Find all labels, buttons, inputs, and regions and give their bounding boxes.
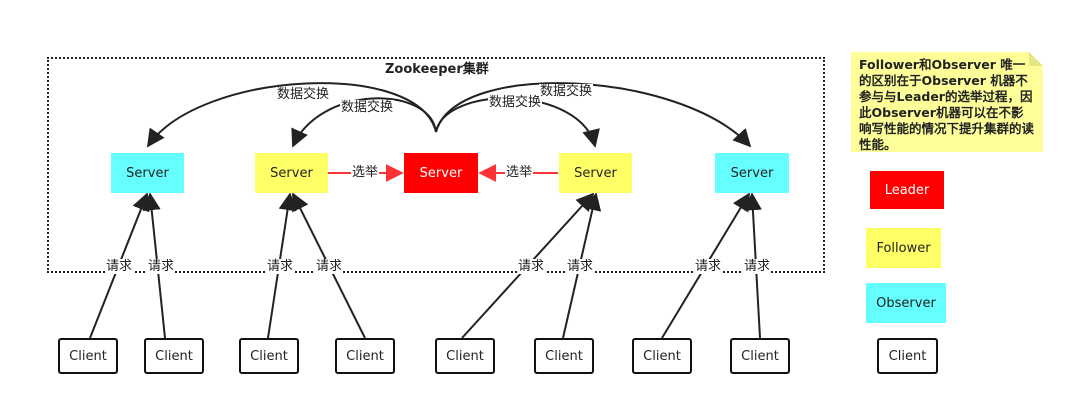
legend-leader: Leader: [870, 171, 944, 209]
client-8: Client: [730, 338, 790, 374]
zookeeper-cluster-boundary: [47, 57, 825, 273]
data-exchange-arrow-s5: [435, 82, 752, 148]
server-observer-1: Server: [111, 153, 184, 193]
data-exchange-label: 数据交换: [488, 95, 543, 110]
data-exchange-arrow-s2: [291, 97, 437, 148]
explanation-note: Follower和Observer 唯一的区别在于Observer 机器不参与与…: [851, 52, 1043, 152]
data-exchange-label: 数据交换: [276, 87, 331, 102]
election-label: 选举: [505, 165, 534, 180]
request-label: 请求: [315, 259, 344, 274]
legend-client: Client: [877, 338, 938, 374]
legend-observer: Observer: [866, 283, 946, 323]
data-exchange-label: 数据交换: [539, 84, 594, 99]
client-4: Client: [335, 338, 395, 374]
server-observer-2: Server: [715, 153, 789, 193]
request-label: 请求: [517, 259, 546, 274]
client-1: Client: [58, 338, 118, 374]
legend-follower: Follower: [866, 228, 941, 268]
note-fold-corner: [1029, 52, 1043, 66]
server-leader: Server: [404, 153, 478, 193]
client-6: Client: [534, 338, 594, 374]
client-2: Client: [144, 338, 204, 374]
server-follower-1: Server: [255, 153, 328, 193]
election-label: 选举: [351, 165, 380, 180]
client-3: Client: [239, 338, 299, 374]
server-follower-2: Server: [559, 153, 632, 193]
request-label: 请求: [694, 259, 723, 274]
request-label: 请求: [105, 259, 134, 274]
request-label: 请求: [266, 259, 295, 274]
data-exchange-label: 数据交换: [340, 100, 395, 115]
request-label: 请求: [147, 259, 176, 274]
request-label: 请求: [566, 259, 595, 274]
client-7: Client: [632, 338, 692, 374]
cluster-title: Zookeeper集群: [385, 62, 489, 77]
client-5: Client: [435, 338, 495, 374]
request-label: 请求: [743, 259, 772, 274]
